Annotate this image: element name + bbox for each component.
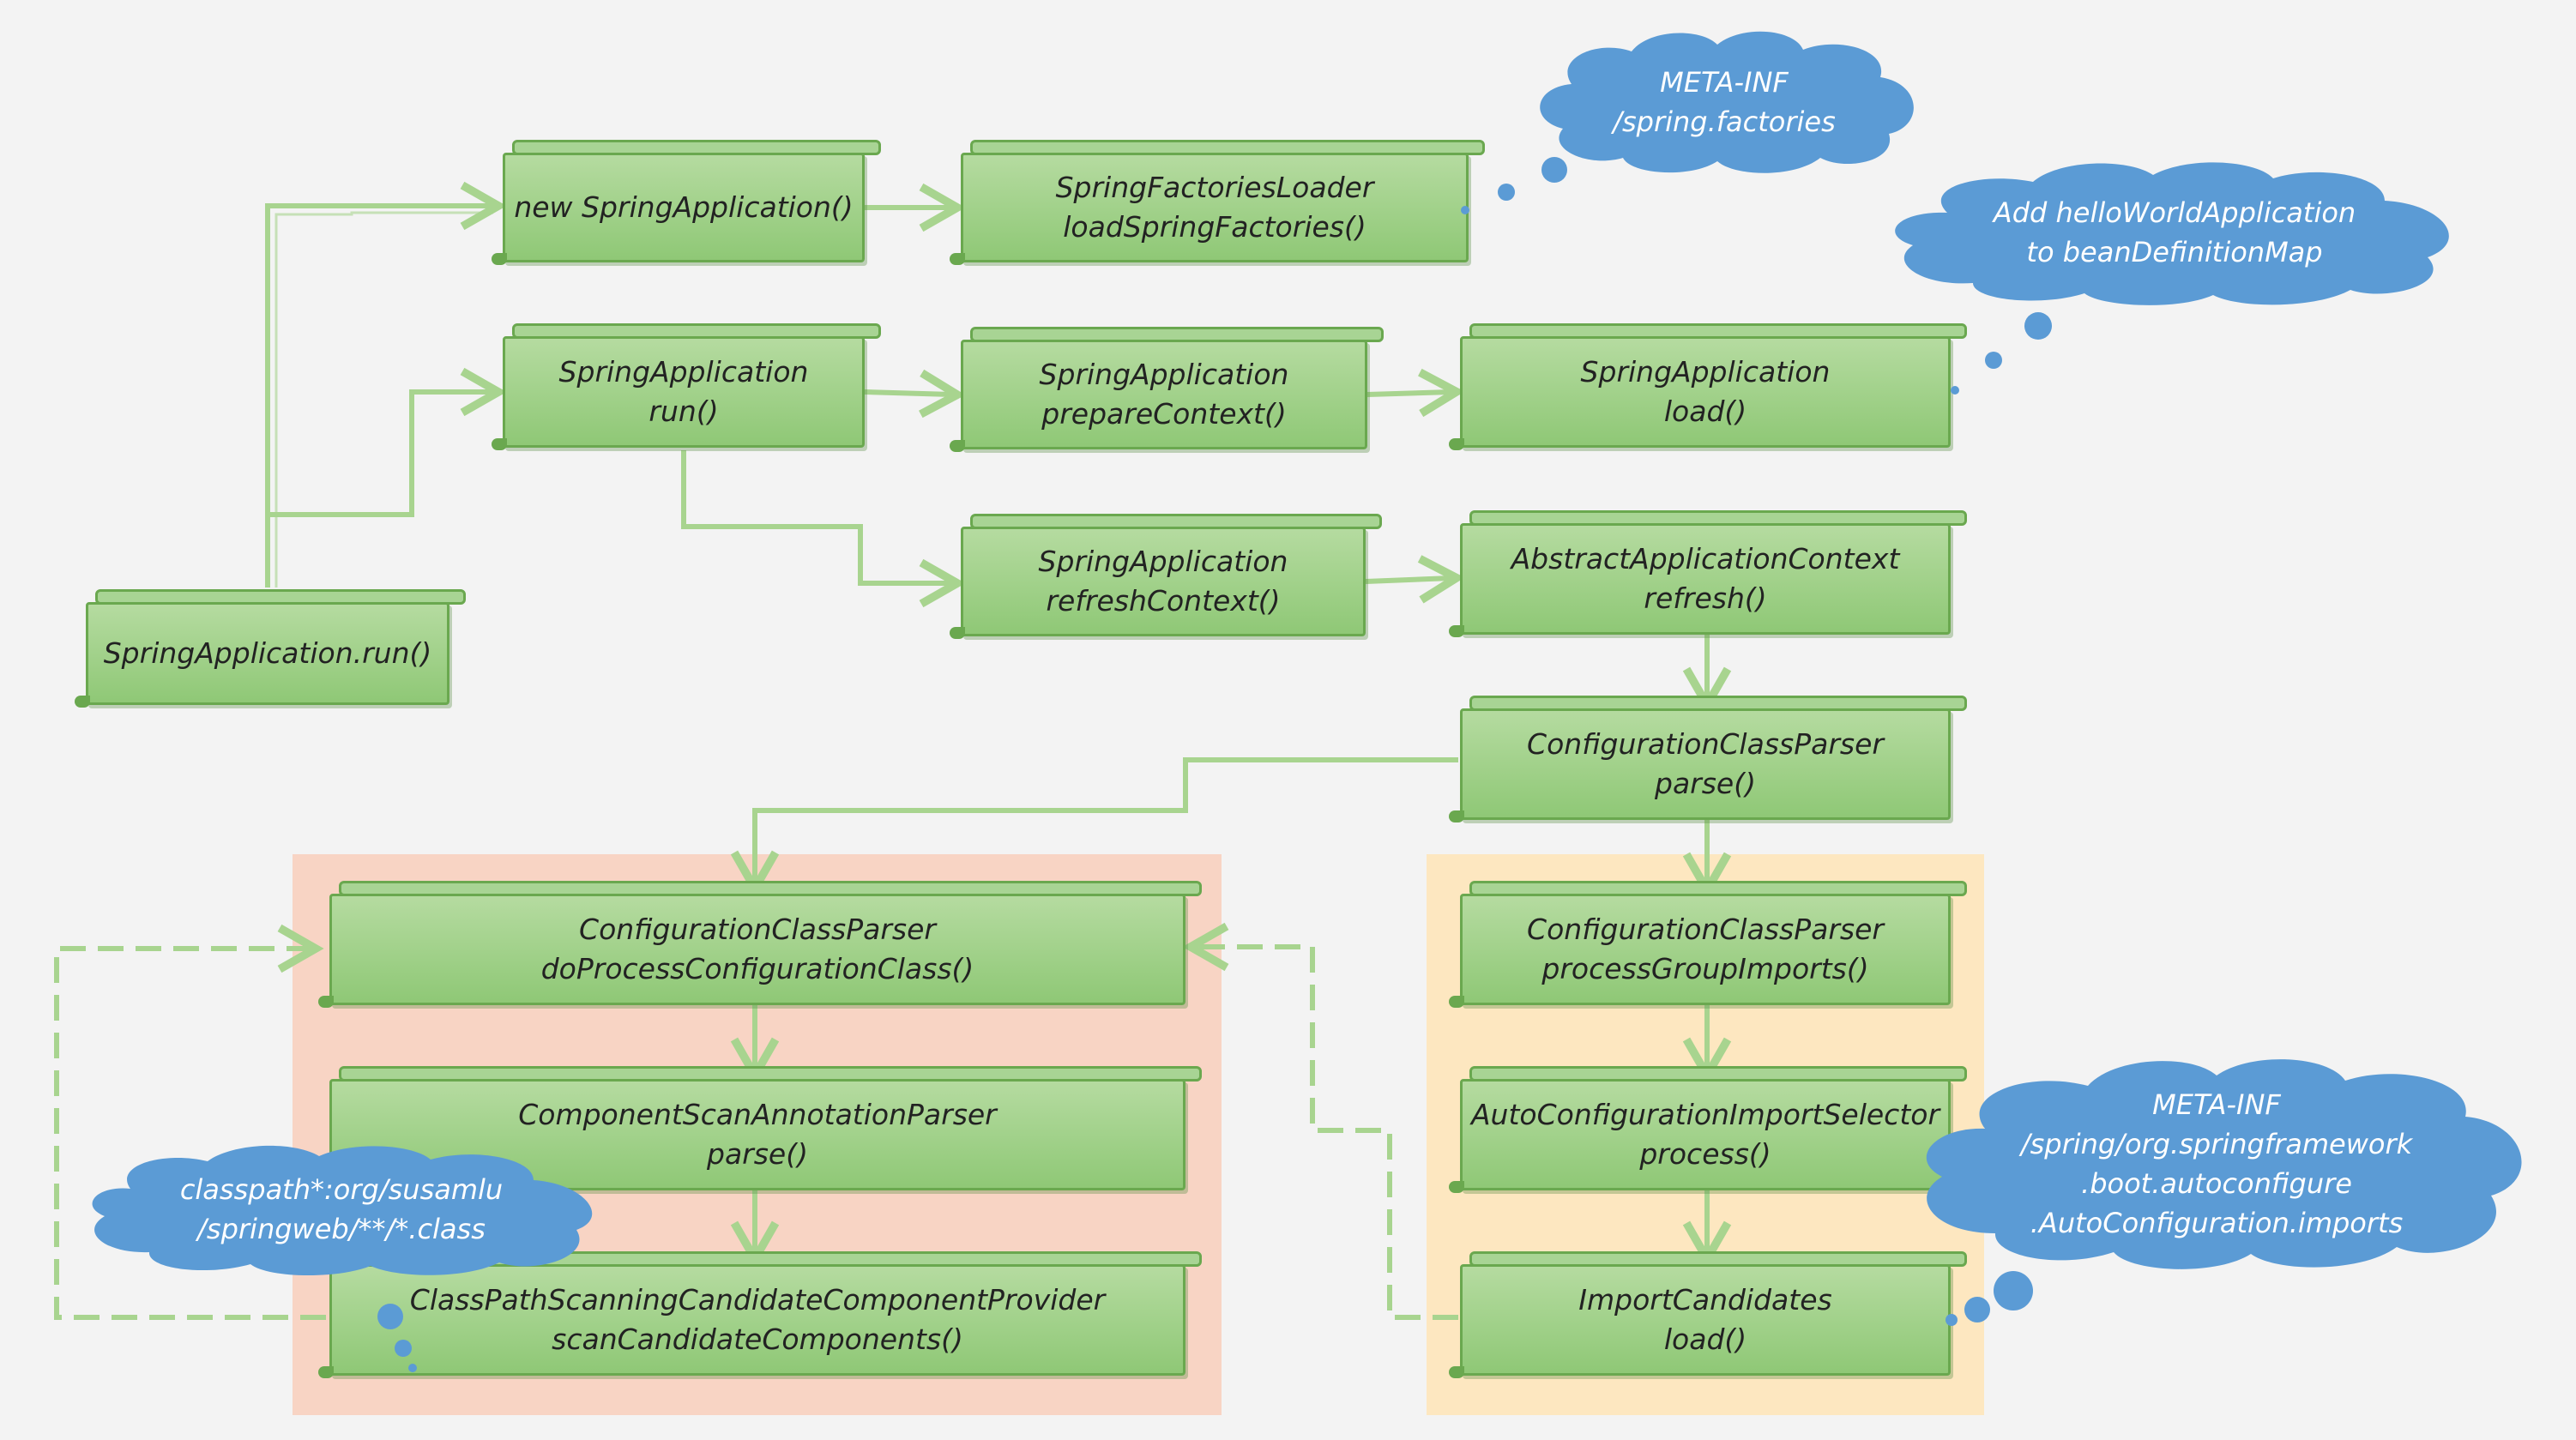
- cloud-bean-definition: Add helloWorldApplication to beanDefinit…: [1870, 156, 2479, 309]
- cloud-line: /springweb/**/*.class: [197, 1213, 486, 1245]
- node-prepare-context: SpringApplication prepareContext(): [950, 327, 1384, 452]
- thought-bubble-dot: [408, 1364, 417, 1372]
- node-line2: refresh(): [1644, 581, 1767, 615]
- cloud-line: META-INF: [1660, 66, 1789, 99]
- cloud-line: .AutoConfiguration.imports: [2030, 1207, 2404, 1239]
- node-line2: processGroupImports(): [1541, 952, 1869, 985]
- cloud-line: to beanDefinitionMap: [2026, 236, 2323, 268]
- edge-refresh-to-abstract: [1365, 555, 1465, 604]
- cloud-spring-factories: META-INF /spring.factories: [1520, 24, 1928, 180]
- node-classpath-scanning-provider: ClassPathScanningCandidateComponentProvi…: [318, 1251, 1202, 1378]
- edge-classpath-to-do-process: [54, 924, 326, 1320]
- thought-bubble-dot: [1994, 1271, 2033, 1310]
- node-line2: refreshContext(): [1046, 584, 1281, 618]
- node-refresh-context: SpringApplication refreshContext(): [950, 514, 1382, 639]
- node-configuration-class-parser-parse: ConfigurationClassParser parse(): [1449, 696, 1967, 822]
- thought-bubble-dot: [1461, 206, 1469, 214]
- node-import-candidates-load: ImportCandidates load(): [1449, 1251, 1967, 1378]
- cloud-shape-icon: [1895, 162, 2449, 305]
- thought-bubble-dot: [1541, 157, 1567, 183]
- cloud-line: Add helloWorldApplication: [1993, 196, 2356, 229]
- edge-parse-to-do-process: [730, 757, 1458, 897]
- node-line1: ConfigurationClassParser: [1527, 727, 1884, 761]
- thought-bubble-dot: [1498, 184, 1515, 201]
- cloud-classpath-pattern: classpath*:org/susamlu /springweb/**/*.c…: [70, 1141, 612, 1278]
- node-line1: ComponentScanAnnotationParser: [518, 1098, 997, 1131]
- thought-bubble-dot: [1946, 1314, 1958, 1326]
- cloud-line: /spring.factories: [1613, 105, 1836, 138]
- node-line1: new SpringApplication(): [514, 190, 854, 224]
- cloud-auto-configuration-imports: META-INF /spring/org.springframework .bo…: [1899, 1051, 2534, 1276]
- edge-run-to-app-run: [268, 367, 507, 517]
- cloud-shape-icon: [92, 1145, 593, 1276]
- node-line1: ImportCandidates: [1578, 1283, 1832, 1316]
- cloud-shape-icon: [1926, 1059, 2522, 1269]
- node-spring-factories-loader: SpringFactoriesLoader loadSpringFactorie…: [950, 140, 1485, 265]
- node-line2: parse(): [1655, 767, 1756, 800]
- edge-candidates-to-do-process: [1182, 922, 1458, 1320]
- thought-bubble-dot: [377, 1304, 403, 1329]
- cloud-line: META-INF: [2152, 1088, 2281, 1121]
- node-spring-application-load: SpringApplication load(): [1449, 323, 1967, 450]
- node-line2: load(): [1663, 395, 1747, 428]
- node-do-process-configuration-class: ConfigurationClassParser doProcessConfig…: [318, 881, 1202, 1008]
- node-line1: SpringFactoriesLoader: [1055, 171, 1374, 204]
- node-process-group-imports: ConfigurationClassParser processGroupImp…: [1449, 881, 1967, 1008]
- node-line1: ConfigurationClassParser: [1527, 913, 1884, 946]
- node-line2: prepareContext(): [1041, 397, 1287, 431]
- thought-bubble-dot: [395, 1340, 412, 1357]
- node-line2: run(): [649, 395, 719, 428]
- node-line2: parse(): [707, 1137, 808, 1171]
- node-line1: AbstractApplicationContext: [1511, 542, 1900, 575]
- thought-bubble-dot: [1964, 1297, 1990, 1323]
- node-line1: ClassPathScanningCandidateComponentProvi…: [409, 1283, 1106, 1316]
- node-line2: process(): [1639, 1137, 1771, 1171]
- node-line1: SpringApplication: [1039, 358, 1289, 391]
- node-abstract-application-context-refresh: AbstractApplicationContext refresh(): [1449, 510, 1967, 637]
- edge-app-run-to-prepare: [864, 369, 966, 419]
- node-line2: doProcessConfigurationClass(): [540, 952, 974, 985]
- node-line2: loadSpringFactories(): [1063, 210, 1366, 244]
- cloud-line: .boot.autoconfigure: [2081, 1167, 2352, 1200]
- node-line2: load(): [1663, 1323, 1747, 1356]
- node-spring-application-run: SpringApplication.run(): [75, 589, 466, 708]
- node-new-spring-application: new SpringApplication(): [492, 140, 881, 265]
- node-line1: ConfigurationClassParser: [579, 913, 936, 946]
- node-line1: SpringApplication: [1038, 545, 1288, 578]
- node-auto-configuration-import-selector: AutoConfigurationImportSelector process(…: [1449, 1066, 1967, 1193]
- node-line1: SpringApplication.run(): [103, 636, 432, 670]
- edge-app-run-to-refresh: [681, 450, 966, 608]
- node-line1: SpringApplication: [558, 355, 809, 389]
- cloud-line: /spring/org.springframework: [2020, 1128, 2413, 1160]
- node-line2: scanCandidateComponents(): [552, 1323, 963, 1356]
- cloud-line: classpath*:org/susamlu: [179, 1173, 504, 1206]
- edge-run-to-new-app: [265, 181, 507, 587]
- node-line1: AutoConfigurationImportSelector: [1470, 1098, 1940, 1131]
- thought-bubble-dot: [2024, 312, 2052, 340]
- cloud-shape-icon: [1540, 31, 1914, 173]
- node-line1: SpringApplication: [1580, 355, 1831, 389]
- node-spring-application-run-method: SpringApplication run(): [492, 323, 881, 450]
- edge-prepare-to-load: [1366, 368, 1465, 418]
- thought-bubble-dot: [1951, 386, 1959, 395]
- thought-bubble-dot: [1985, 352, 2002, 369]
